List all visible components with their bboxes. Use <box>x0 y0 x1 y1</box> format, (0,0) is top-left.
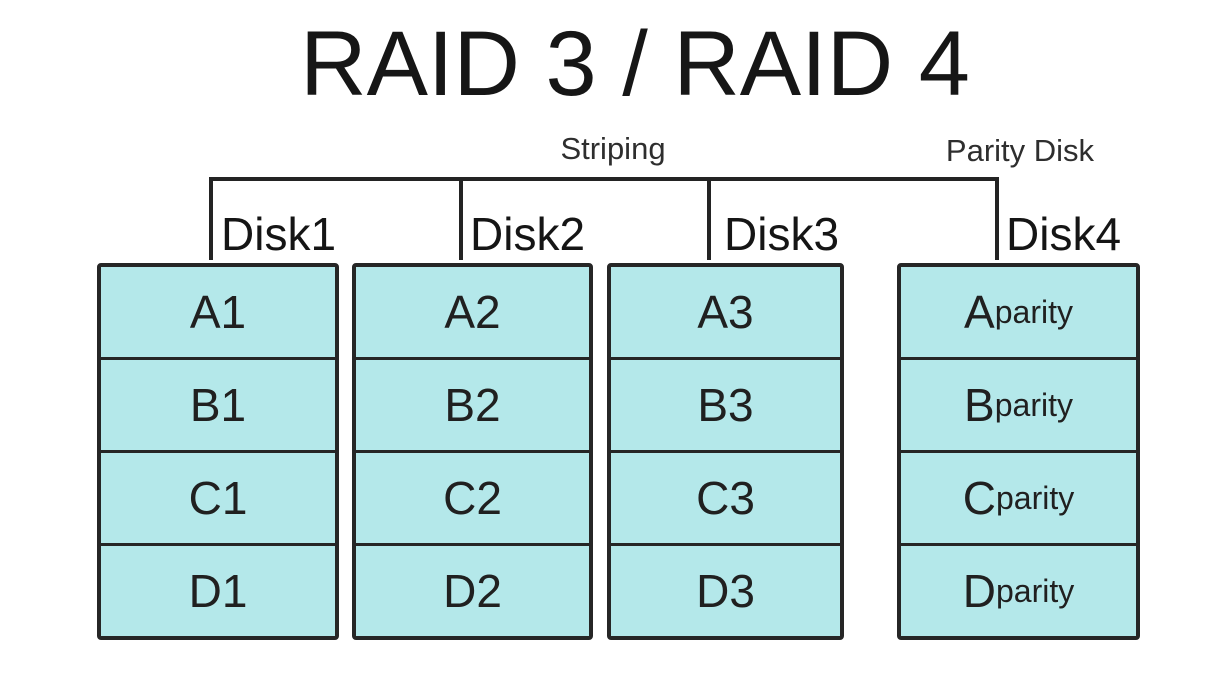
block-cell: B2 <box>356 357 589 450</box>
block-cell: D3 <box>611 543 840 636</box>
parity-block-main: B <box>964 379 995 431</box>
striping-label: Striping <box>560 131 666 166</box>
block-cell: C2 <box>356 450 589 543</box>
block-label: A1 <box>189 286 247 338</box>
block-label: D3 <box>696 565 755 617</box>
block-label: B3 <box>697 379 754 431</box>
block-label: A2 <box>444 286 501 338</box>
block-cell: A2 <box>356 267 589 357</box>
block-label: B2 <box>444 379 501 431</box>
bracket-horizontal-line <box>209 177 999 181</box>
disk3-label: Disk3 <box>724 208 840 260</box>
bracket-drop-line-disk2 <box>459 177 463 260</box>
block-cell: C3 <box>611 450 840 543</box>
disk2-column: A2 B2 C2 D2 <box>352 263 593 640</box>
diagram-title: RAID 3 / RAID 4 <box>300 13 970 115</box>
disk2-label: Disk2 <box>470 208 586 260</box>
parity-block-sub: parity <box>995 573 1075 609</box>
block-label: B1 <box>189 379 247 431</box>
block-cell: B3 <box>611 357 840 450</box>
block-label: C3 <box>696 472 755 524</box>
block-label: A3 <box>697 286 754 338</box>
disk3-column: A3 B3 C3 D3 <box>607 263 844 640</box>
disk1-column: A1 B1 C1 D1 <box>97 263 339 640</box>
block-cell: A1 <box>101 267 335 357</box>
block-label: D1 <box>188 565 248 617</box>
block-cell: B1 <box>101 357 335 450</box>
block-cell: D2 <box>356 543 589 636</box>
block-cell: A3 <box>611 267 840 357</box>
parity-block-main: D <box>962 565 996 617</box>
parity-block-main: A <box>964 286 995 338</box>
block-cell: D1 <box>101 543 335 636</box>
bracket-drop-line-disk1 <box>209 177 213 260</box>
parity-block-sub: parity <box>994 387 1073 423</box>
bracket-drop-line-disk4 <box>995 177 999 260</box>
disk4-label: Disk4 <box>1006 208 1122 260</box>
block-label: C1 <box>188 472 248 524</box>
block-label: D2 <box>443 565 502 617</box>
block-label: C2 <box>443 472 502 524</box>
parity-block-sub: parity <box>994 294 1073 330</box>
bracket-drop-line-disk3 <box>707 177 711 260</box>
parity-block-main: C <box>962 472 996 524</box>
parity-disk-label: Parity Disk <box>945 133 1095 168</box>
parity-block-sub: parity <box>995 480 1075 516</box>
block-cell: C1 <box>101 450 335 543</box>
disk1-label: Disk1 <box>221 208 337 260</box>
